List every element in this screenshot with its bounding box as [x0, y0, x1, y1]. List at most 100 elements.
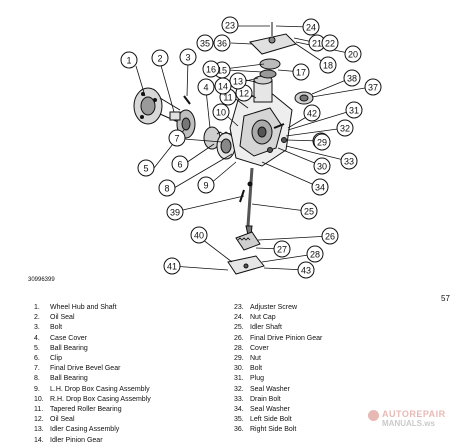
callout-circle	[171, 155, 189, 173]
callout-circle	[273, 240, 291, 258]
callout-41: 41	[163, 257, 181, 275]
callout-3: 3	[179, 48, 197, 66]
legend-label: Seal Washer	[250, 385, 290, 393]
callout-23: 23	[221, 16, 239, 34]
callout-number: 30	[317, 162, 327, 172]
callout-20: 20	[344, 45, 362, 63]
callout-29: 29	[313, 133, 331, 151]
legend-row: 23. Adjuster Screw	[234, 303, 322, 313]
callout-circle	[166, 203, 184, 221]
legend-label: Right Side Bolt	[250, 426, 297, 434]
callout-number: 9	[203, 181, 208, 191]
callout-circle	[202, 60, 220, 78]
callout-18: 18	[319, 56, 337, 74]
right-bearing-drawing	[294, 91, 314, 105]
legend-number: 14.	[34, 436, 44, 444]
legend-label: Final Drive Pinion Gear	[250, 334, 323, 342]
callout-number: 24	[306, 23, 316, 33]
legend-number: 23.	[234, 304, 244, 311]
legend-label: R.H. Drop Box Casing Assembly	[50, 395, 151, 403]
legend-label: Bolt	[50, 324, 63, 332]
callout-number: 40	[194, 231, 204, 241]
legend-number: 35.	[234, 416, 244, 424]
legend-number: 3.	[34, 324, 40, 332]
legend-label: Drain Bolt	[250, 395, 281, 403]
watermark-line1: AUTOREPAIR	[382, 409, 446, 419]
callout-6: 6	[171, 155, 189, 173]
legend-row: 32.Seal Washer	[234, 385, 322, 395]
callout-2: 2	[151, 49, 169, 67]
callout-8: 8	[158, 179, 176, 197]
callout-number: 8	[164, 184, 169, 194]
legend-row: 31.Plug	[234, 374, 322, 384]
callout-number: 14	[218, 82, 228, 92]
legend-row: 2.Oil Seal	[34, 313, 151, 323]
legend-number: 11.	[34, 406, 44, 414]
callout-circle	[297, 261, 315, 279]
callout-circle	[313, 157, 331, 175]
callout-circle	[212, 103, 230, 121]
legend-row: 25.Idler Shaft	[234, 323, 322, 333]
callout-number: 25	[304, 207, 314, 217]
legend-label: Nut Cap	[250, 314, 276, 322]
legend-label: Tapered Roller Bearing	[50, 406, 122, 414]
callout-circle	[151, 49, 169, 67]
callout-number: 10	[216, 108, 226, 118]
callout-circle	[158, 179, 176, 197]
watermark-logo-icon	[368, 410, 379, 421]
pinion-gear-drawing	[235, 231, 261, 251]
legend-row: 8.Ball Bearing	[34, 374, 151, 384]
legend-number: 6.	[34, 355, 40, 363]
legend-row: 33.Drain Bolt	[234, 395, 322, 405]
legend-label: Oil Seal	[50, 416, 75, 424]
callout-number: 4	[203, 83, 208, 93]
callout-number: 12	[239, 89, 249, 99]
callout-circle	[190, 226, 208, 244]
callout-5: 5	[137, 159, 155, 177]
callout-number: 33	[344, 157, 354, 167]
legend-label: Adjuster Screw	[250, 304, 298, 311]
legend-label: Ball Bearing	[50, 375, 88, 383]
callout-36: 36	[213, 34, 231, 52]
callout-13: 13	[229, 72, 247, 90]
callout-number: 18	[323, 61, 333, 71]
callout-24: 24	[302, 18, 320, 36]
callout-circle	[311, 178, 329, 196]
legend-number: 31.	[234, 375, 244, 383]
legend-label: Seal Washer	[250, 406, 290, 414]
exploded-parts-diagram: 1234567891011121314151617181920212223242…	[120, 16, 382, 279]
callout-32: 32	[336, 119, 354, 137]
legend-number: 1.	[34, 304, 40, 311]
callout-number: 7	[174, 134, 179, 144]
diagram-artwork	[133, 22, 372, 275]
legend-label: Case Cover	[50, 334, 87, 342]
callout-4: 4	[197, 78, 215, 96]
callout-circle	[221, 16, 239, 34]
legend-row: 24.Nut Cap	[234, 313, 322, 323]
legend-row: 11. Tapered Roller Bearing	[34, 405, 151, 415]
callout-number: 35	[200, 39, 210, 49]
legend-label: Left Side Bolt	[250, 416, 292, 424]
callout-circle	[196, 34, 214, 52]
callout-number: 21	[312, 39, 322, 49]
callout-circle	[303, 104, 321, 122]
callout-25: 25	[300, 202, 318, 220]
callout-circle	[321, 34, 339, 52]
callout-number: 23	[225, 21, 235, 31]
callout-31: 31	[345, 101, 363, 119]
callout-43: 43	[297, 261, 315, 279]
callout-number: 16	[206, 65, 216, 75]
legend-label: Idler Casing Assembly	[50, 426, 120, 434]
callout-30: 30	[313, 157, 331, 175]
callout-17: 17	[292, 63, 310, 81]
callout-circle	[345, 101, 363, 119]
callout-33: 33	[340, 152, 358, 170]
legend-row: 7.Final Drive Bevel Gear	[34, 364, 151, 374]
legend-row: 35. Left Side Bolt	[234, 415, 322, 425]
callout-number: 13	[233, 77, 243, 87]
callout-number: 26	[325, 232, 335, 242]
callout-circle	[364, 78, 382, 96]
callout-number: 42	[307, 109, 317, 119]
callout-number: 6	[177, 160, 182, 170]
